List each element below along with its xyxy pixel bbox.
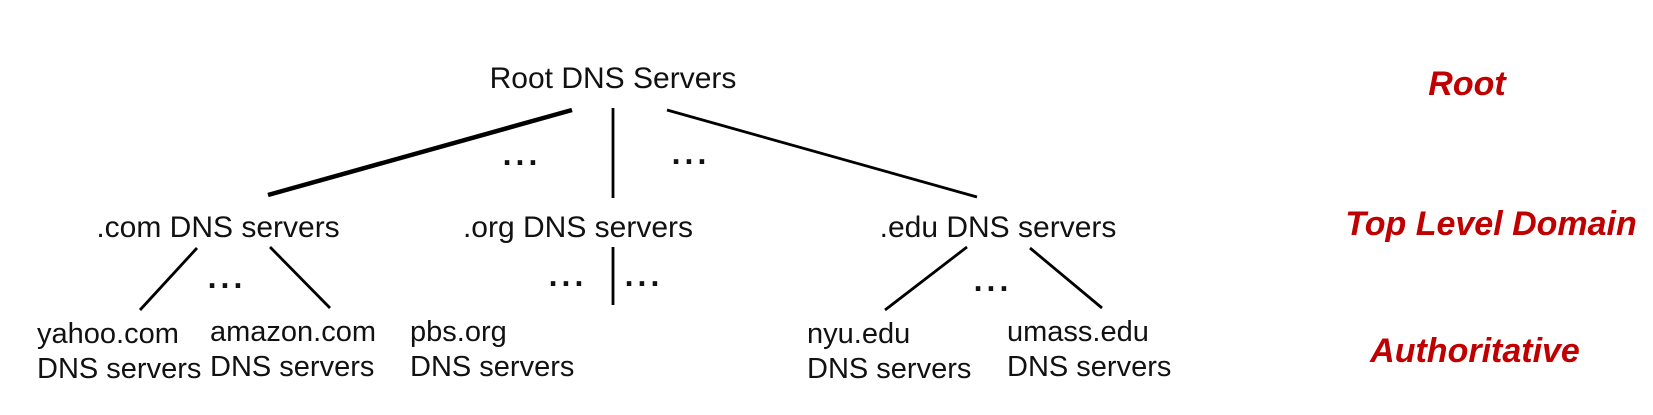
auth-node-pbs-caption: DNS servers bbox=[410, 351, 575, 383]
tld-node-org: .org DNS servers bbox=[462, 211, 694, 244]
ellipsis-root-left: ... bbox=[502, 136, 542, 172]
root-node-label: Root DNS Servers bbox=[489, 62, 737, 95]
edge-root-edu bbox=[666, 108, 978, 199]
auth-node-yahoo-caption: DNS servers bbox=[37, 353, 202, 385]
level-label-authoritative: Authoritative bbox=[1370, 332, 1580, 370]
tld-node-com: .com DNS servers bbox=[96, 211, 340, 244]
ellipsis-edu-children: ... bbox=[973, 262, 1013, 298]
auth-node-umass-domain: umass.edu bbox=[1007, 316, 1149, 348]
auth-node-yahoo-domain: yahoo.com bbox=[37, 318, 179, 350]
edge-root-com bbox=[267, 107, 573, 198]
auth-node-amazon-domain: amazon.com bbox=[210, 316, 377, 348]
auth-node-amazon-caption: DNS servers bbox=[210, 351, 375, 383]
edge-com-amazon bbox=[269, 246, 331, 309]
auth-node-pbs: pbs.org DNS servers bbox=[410, 315, 574, 385]
edge-com-yahoo bbox=[138, 247, 199, 311]
tld-node-edu: .edu DNS servers bbox=[879, 211, 1117, 244]
ellipsis-org-left: ... bbox=[548, 257, 588, 293]
ellipsis-root-right: ... bbox=[671, 135, 711, 171]
edge-edu-umass bbox=[1029, 246, 1103, 310]
auth-node-pbs-domain: pbs.org bbox=[410, 316, 507, 348]
auth-node-nyu-caption: DNS servers bbox=[807, 353, 972, 385]
auth-node-yahoo: yahoo.com DNS servers bbox=[37, 317, 201, 387]
ellipsis-com-children: ... bbox=[207, 259, 247, 295]
auth-node-amazon: amazon.com DNS servers bbox=[210, 315, 376, 385]
ellipsis-org-right: ... bbox=[624, 257, 664, 293]
auth-node-umass: umass.edu DNS servers bbox=[1007, 315, 1171, 385]
auth-node-nyu: nyu.edu DNS servers bbox=[807, 317, 971, 387]
level-label-root: Root bbox=[1428, 65, 1506, 103]
level-label-top-level-domain: Top Level Domain bbox=[1345, 205, 1637, 243]
auth-node-umass-caption: DNS servers bbox=[1007, 351, 1172, 383]
auth-node-nyu-domain: nyu.edu bbox=[807, 318, 911, 350]
edge-edu-nyu bbox=[884, 245, 968, 312]
